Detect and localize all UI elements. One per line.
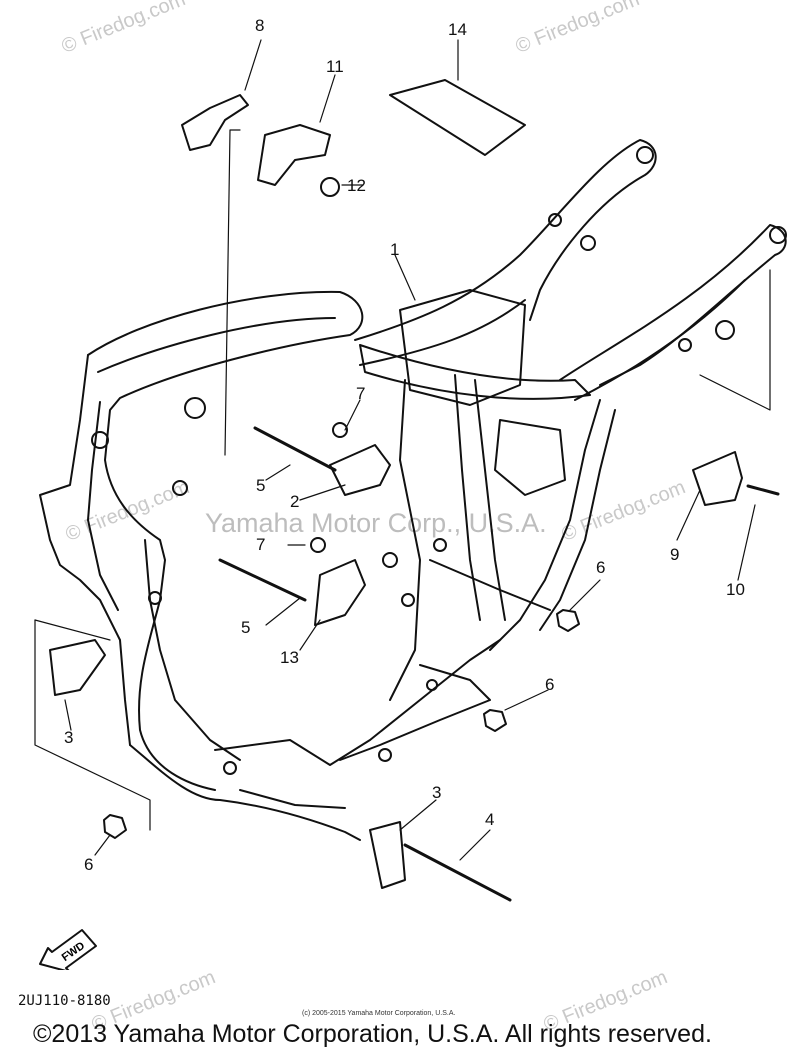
fwd-arrow-icon: FWD bbox=[39, 929, 97, 970]
frame-lower-support bbox=[429, 559, 551, 611]
part-13-plate bbox=[314, 559, 366, 626]
leader-line bbox=[319, 74, 336, 123]
leader-line bbox=[504, 689, 549, 711]
frame-downtube-rear bbox=[144, 539, 241, 761]
callout-bracket bbox=[699, 269, 771, 411]
part-label-10: 10 bbox=[726, 580, 745, 599]
leader-line bbox=[299, 484, 346, 501]
part-8-bracket bbox=[181, 94, 249, 151]
part-12-bolt bbox=[320, 177, 340, 197]
part-label-6c: 6 bbox=[84, 855, 94, 874]
frame-downtube-front-inner bbox=[87, 401, 119, 611]
frame-center-tube-3 bbox=[389, 379, 421, 701]
frame-cradle bbox=[129, 744, 361, 841]
part-label-2: 2 bbox=[290, 492, 300, 511]
part-label-1: 1 bbox=[390, 240, 400, 259]
part-label-7b: 7 bbox=[256, 535, 266, 554]
part-label-5: 5 bbox=[256, 476, 266, 495]
copyright-footer: ©2013 Yamaha Motor Corporation, U.S.A. A… bbox=[33, 1020, 712, 1048]
callout-bracket bbox=[34, 619, 151, 831]
part-7-bolt bbox=[310, 537, 326, 553]
leader-line bbox=[344, 399, 361, 431]
callout-bracket bbox=[34, 619, 111, 641]
leader-line bbox=[737, 504, 756, 581]
part-4-bolt bbox=[403, 843, 512, 902]
part-label-12: 12 bbox=[347, 176, 366, 195]
part-5-bolt bbox=[253, 426, 337, 472]
part-label-3b: 3 bbox=[432, 783, 442, 802]
frame-right-upper bbox=[354, 139, 657, 341]
part-14-pad bbox=[389, 79, 526, 156]
part-label-5b: 5 bbox=[241, 618, 251, 637]
frame-right-rear-rail bbox=[559, 224, 787, 386]
part-10-bolt bbox=[746, 484, 780, 496]
callout-bracket bbox=[224, 129, 241, 456]
leader-line bbox=[676, 489, 701, 541]
frame-left-spar-inner bbox=[97, 317, 336, 373]
frame-cradle-upper bbox=[214, 639, 501, 766]
part-label-6: 6 bbox=[596, 558, 606, 577]
frame-rear-downtube-inner bbox=[539, 409, 616, 631]
part-label-8: 8 bbox=[255, 16, 265, 35]
drawing-code: 2UJ110-8180 bbox=[18, 993, 111, 1009]
part-label-14: 14 bbox=[448, 20, 467, 39]
leader-line bbox=[265, 597, 301, 626]
part-9-mount bbox=[692, 451, 743, 506]
part-label-13: 13 bbox=[280, 648, 299, 667]
part-label-4: 4 bbox=[485, 810, 495, 829]
leader-line bbox=[244, 39, 262, 91]
frame-right-upper-inner bbox=[359, 299, 526, 366]
small-copyright: (c) 2005-2015 Yamaha Motor Corporation, … bbox=[302, 1010, 456, 1017]
frame-engine-bracket bbox=[494, 419, 566, 496]
frame-cradle-lower bbox=[239, 789, 346, 809]
frame-rear-downtube bbox=[489, 399, 601, 651]
part-6-nut bbox=[483, 709, 507, 732]
frame-left-spar bbox=[87, 290, 364, 791]
frame-downtube-front bbox=[39, 354, 131, 746]
part-6-nut bbox=[556, 609, 580, 632]
frame-lower-cross bbox=[339, 664, 491, 761]
part-7-bolt bbox=[332, 422, 348, 438]
frame-center-tube bbox=[454, 374, 481, 621]
part-label-6b: 6 bbox=[545, 675, 555, 694]
part-2-plate bbox=[329, 444, 391, 496]
part-label-9: 9 bbox=[670, 545, 680, 564]
part-3-bracket bbox=[369, 821, 406, 889]
frame-center-tube-2 bbox=[474, 379, 506, 621]
leader-line bbox=[265, 464, 291, 481]
leader-line bbox=[394, 254, 416, 301]
leader-line bbox=[459, 829, 491, 861]
leader-line bbox=[64, 699, 72, 731]
frame-right-rear-rail-inner bbox=[574, 279, 746, 401]
leader-line bbox=[569, 579, 601, 611]
part-11-bracket bbox=[257, 124, 331, 186]
frame-crossmember bbox=[359, 344, 591, 400]
frame-engine-plate bbox=[399, 289, 526, 406]
part-label-3: 3 bbox=[64, 728, 74, 747]
part-label-11: 11 bbox=[326, 57, 344, 76]
part-3-bracket bbox=[49, 639, 106, 696]
leader-line bbox=[94, 834, 111, 856]
part-6-nut bbox=[103, 814, 127, 839]
leader-line bbox=[399, 799, 437, 831]
part-label-7: 7 bbox=[356, 384, 366, 403]
part-5-bolt bbox=[218, 558, 307, 602]
